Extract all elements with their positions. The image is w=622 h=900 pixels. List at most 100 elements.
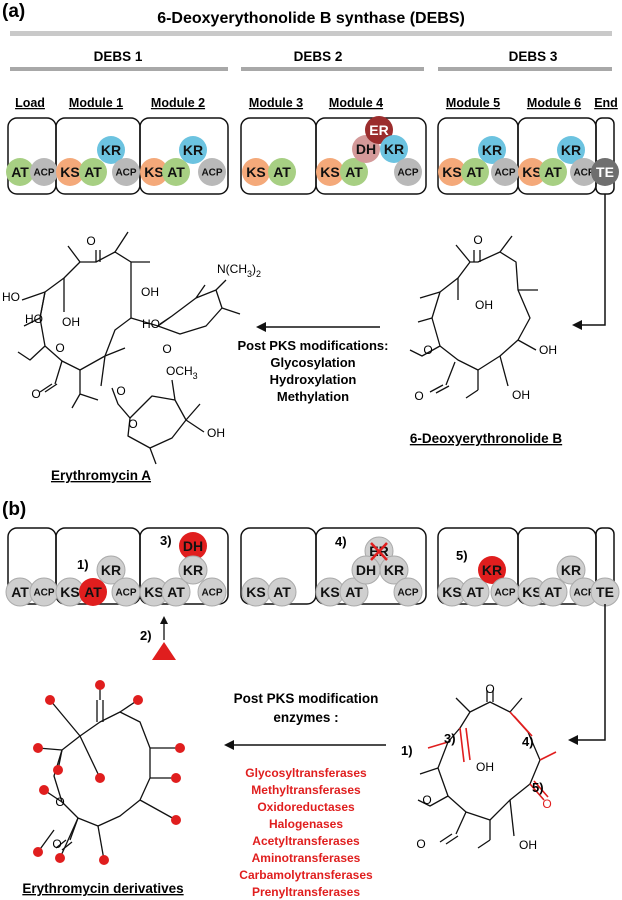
bonds-ery-lactone — [39, 360, 63, 393]
svg-text:KS: KS — [522, 164, 541, 180]
svg-text:ER: ER — [369, 122, 388, 138]
sub-o-mod-lactone: O — [416, 837, 425, 851]
box-module2-a — [139, 117, 229, 195]
svg-text:TE: TE — [596, 584, 614, 600]
svg-text:ACP: ACP — [201, 168, 222, 179]
post-pks-title: Post PKS modifications: — [238, 338, 389, 353]
domain-b-m3-ks: KS — [241, 577, 271, 607]
bond-der-stub-10 — [59, 817, 79, 859]
domain-b-m5-acp: ACP — [490, 577, 520, 607]
sub-o-der-lactone: O — [52, 837, 61, 851]
domain-b-m4-dh: DH — [351, 555, 381, 585]
er-deleted-cross — [370, 542, 388, 561]
domain-m6-kr: KR — [557, 136, 585, 164]
derivative-site-9 — [95, 773, 105, 783]
domain-m3-at: AT — [268, 158, 296, 186]
domain-m6-ks: KS — [518, 158, 546, 186]
domain-b-m2-ks: KS — [139, 577, 169, 607]
domain-b-m4-acp: ACP — [393, 577, 423, 607]
domain-m1-ks: KS — [56, 158, 84, 186]
final-name-erythromycin-a: Erythromycin A — [51, 468, 151, 483]
group-bar-debs3 — [438, 67, 612, 71]
domain-m1-kr: KR — [97, 136, 125, 164]
svg-text:DH: DH — [183, 538, 203, 554]
post-pks-arrowhead-b — [224, 740, 234, 750]
sub-oh-mod-2: OH — [519, 838, 537, 852]
svg-text:AT: AT — [273, 584, 291, 600]
enzyme-amino: Aminotransferases — [252, 851, 361, 865]
sub-o-mod-ketone: O — [485, 682, 494, 696]
domain-b-m2-acp: ACP — [197, 577, 227, 607]
product-name-6deb: 6-Deoxyerythronolide B — [410, 431, 563, 446]
svg-text:AT: AT — [466, 584, 484, 600]
module-label-3: Module 3 — [249, 96, 303, 110]
enzyme-carbamoly: Carbamolytransferases — [239, 868, 373, 882]
sub-oh-6deb-2: OH — [539, 343, 557, 357]
group-bar-debs1 — [10, 67, 228, 71]
domain-m6-at: AT — [539, 158, 567, 186]
domain-m4-at: AT — [340, 158, 368, 186]
svg-text:KS: KS — [320, 584, 339, 600]
box-module4-b — [315, 527, 427, 605]
domain-b-m6-at: AT — [538, 577, 568, 607]
post-pks-methylation: Methylation — [277, 389, 349, 404]
svg-text:KR: KR — [183, 142, 203, 158]
module-labels: Load Module 1 Module 2 Module 3 Module 4… — [15, 96, 618, 110]
post-pks-enzyme-title: Post PKS modification — [234, 691, 379, 706]
domain-m2-at: AT — [162, 158, 190, 186]
sub-o-6deb-ketone: O — [473, 233, 482, 247]
svg-text:AT: AT — [273, 164, 291, 180]
svg-text:KR: KR — [482, 562, 502, 578]
svg-text:TE: TE — [596, 164, 614, 180]
marker-4-top: 4) — [335, 534, 347, 549]
bonds-mod-red — [427, 711, 557, 801]
bond-der-stub-8 — [139, 799, 177, 821]
post-pks-glycosylation: Glycosylation — [270, 355, 355, 370]
svg-text:KR: KR — [183, 562, 203, 578]
bonds-der-ketone — [96, 700, 104, 722]
domain-m5-ks: KS — [438, 158, 466, 186]
svg-text:KR: KR — [561, 142, 581, 158]
step2-arrowhead — [160, 616, 168, 624]
svg-text:KS: KS — [144, 164, 163, 180]
module-label-6: Module 6 — [527, 96, 581, 110]
connector-arrowhead-b — [568, 735, 578, 745]
derivative-site-0 — [95, 680, 105, 690]
sub-o-cladinose: O — [128, 417, 137, 431]
svg-text:KR: KR — [561, 562, 581, 578]
sub-oh-6deb-3: OH — [512, 388, 530, 402]
bond-der-stub-11 — [97, 825, 105, 861]
svg-text:KS: KS — [522, 584, 541, 600]
svg-text:ACP: ACP — [33, 168, 54, 179]
domain-b-load-acp: ACP — [29, 577, 59, 607]
domain-m6-acp: ACP — [570, 158, 598, 186]
domain-b-m4-ks: KS — [315, 577, 345, 607]
derivatives-name: Erythromycin derivatives — [22, 881, 183, 896]
derivative-site-7 — [39, 785, 49, 795]
domain-end-te: TE — [591, 158, 619, 186]
module-label-4: Module 4 — [329, 96, 383, 110]
domain-b-m1-kr: KR — [96, 555, 126, 585]
group-label-debs2: DEBS 2 — [294, 49, 343, 64]
svg-text:KR: KR — [384, 562, 404, 578]
marker-2-top: 2) — [140, 628, 152, 643]
connector-arrow-b — [576, 604, 606, 741]
derivative-site-2 — [133, 695, 143, 705]
derivative-site-1 — [45, 695, 55, 705]
svg-text:AT: AT — [167, 584, 185, 600]
sub-o-ery-ring: O — [55, 341, 64, 355]
svg-text:KS: KS — [60, 164, 79, 180]
derivative-site-6 — [171, 773, 181, 783]
domain-b-end-te: TE — [590, 577, 620, 607]
sub-ho-ery-2: HO — [25, 312, 43, 326]
svg-text:AT: AT — [84, 584, 102, 600]
panel-b-label: (b) — [2, 499, 26, 520]
enzyme-list: Glycosyltransferases Methyltransferases … — [239, 766, 373, 899]
domain-m2-ks: KS — [140, 158, 168, 186]
sub-o-mod-ring: O — [422, 793, 431, 807]
domain-b-m4-kr: KR — [379, 555, 409, 585]
bond-der-stub-1 — [49, 699, 81, 737]
domain-b-m4-at: AT — [339, 577, 369, 607]
